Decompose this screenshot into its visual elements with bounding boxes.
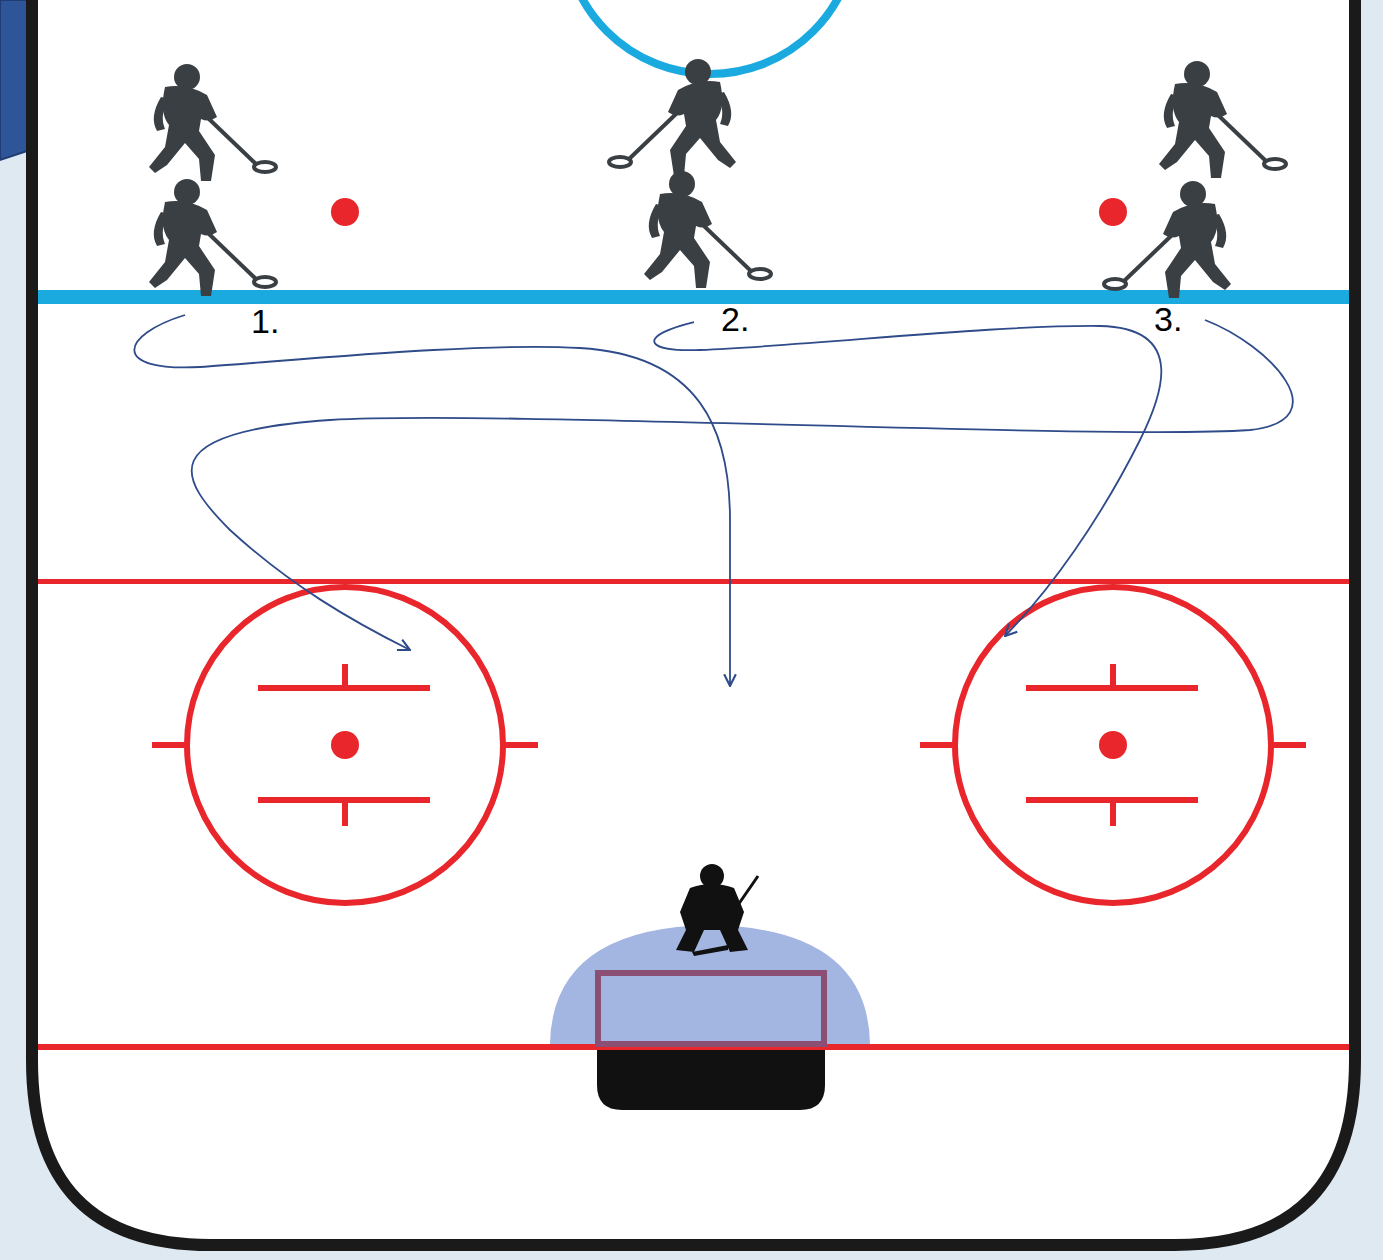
rink-board	[32, 0, 1355, 1245]
goal-net	[597, 1050, 825, 1110]
faceoff-circle	[920, 587, 1306, 903]
callout-number: 3.	[1154, 302, 1182, 336]
callout-number: 1.	[251, 304, 279, 338]
goal-crease	[550, 925, 870, 1044]
callout-number: 2.	[721, 302, 749, 336]
blue-line	[38, 290, 1349, 304]
goal-frame	[598, 973, 824, 1044]
faceoff-circle	[152, 587, 538, 903]
faceoff-dot	[331, 198, 359, 226]
player-figure	[149, 59, 1286, 298]
red-line	[38, 579, 1349, 584]
goalie	[676, 864, 758, 956]
faceoff-dot	[1099, 731, 1127, 759]
faceoff-dot	[331, 731, 359, 759]
skating-path	[134, 315, 1292, 686]
center-circle	[564, 0, 856, 74]
faceoff-dot	[1099, 198, 1127, 226]
